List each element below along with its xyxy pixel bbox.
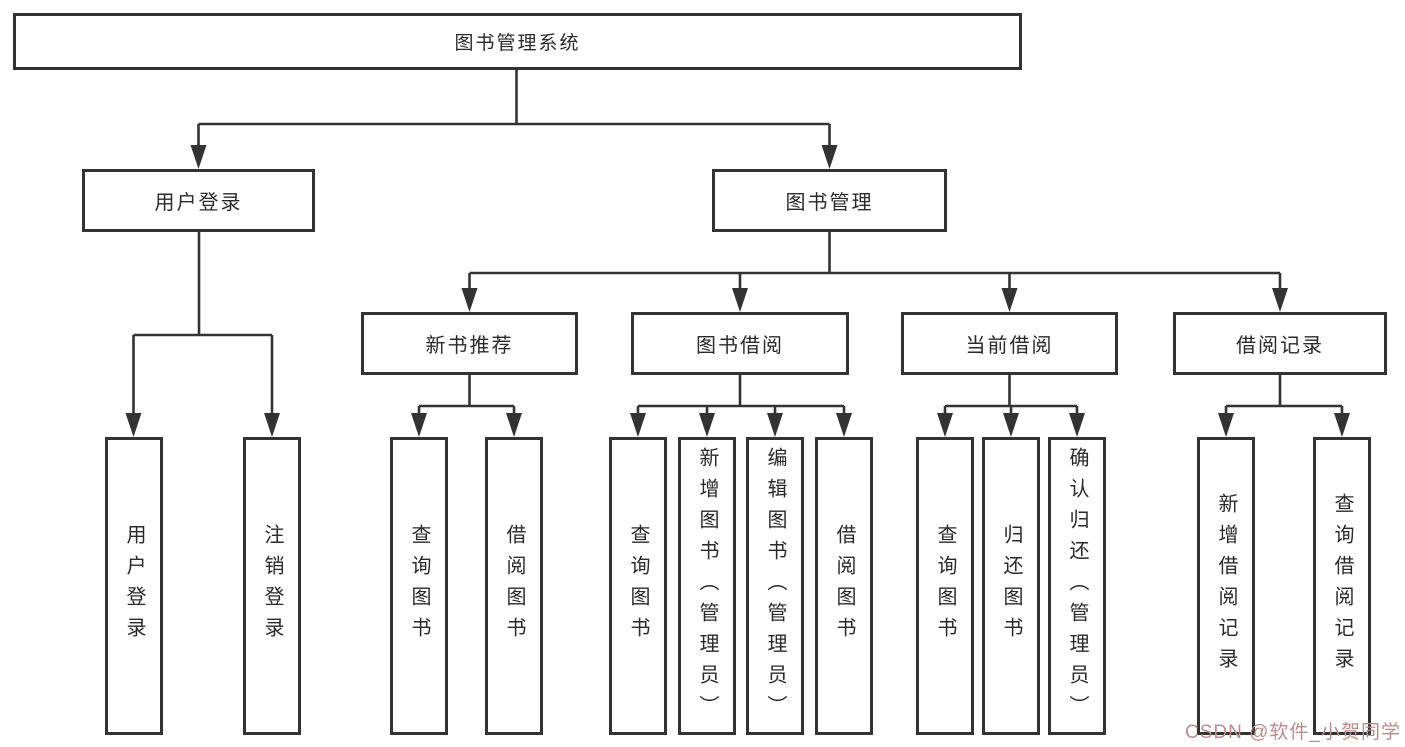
node-label: 图书管理 [785, 192, 874, 214]
arrowhead-icon [630, 413, 646, 437]
node-label: 借阅记录 [1236, 335, 1324, 357]
arrowhead-icon [125, 413, 142, 437]
leaf-edit-book-admin: 编辑图书（管理员） [746, 437, 804, 735]
node-label: 查询图书 [934, 524, 956, 648]
leaf-borrow-books-recommend: 借阅图书 [485, 437, 543, 735]
node-label: 新增借阅记录 [1215, 493, 1237, 679]
node-label: 归还图书 [1000, 524, 1022, 648]
node-library-management-system: 图书管理系统 [13, 13, 1022, 70]
leaf-query-books-current: 查询图书 [916, 437, 974, 735]
node-label: 当前借阅 [965, 335, 1054, 357]
node-label: 图书管理系统 [454, 33, 581, 54]
csdn-watermark: CSDN @软件_小贺同学 [1185, 722, 1401, 743]
arrowhead-icon [1001, 288, 1018, 312]
leaf-add-book-admin: 新增图书（管理员） [678, 437, 736, 735]
arrowhead-icon [836, 413, 852, 437]
node-current-borrow: 当前借阅 [901, 312, 1118, 375]
node-user-login: 用户登录 [82, 169, 315, 232]
arrowhead-icon [506, 413, 522, 437]
arrowhead-icon [1334, 413, 1350, 437]
node-label: 新增图书（管理员） [696, 446, 718, 726]
arrowhead-icon [699, 413, 715, 437]
arrowhead-icon [461, 288, 478, 312]
leaf-return-books: 归还图书 [982, 437, 1040, 735]
node-label: 确认归还（管理员） [1066, 446, 1088, 726]
arrowhead-icon [1218, 413, 1234, 437]
arrowhead-icon [190, 145, 207, 169]
node-label: 查询图书 [627, 524, 649, 648]
node-book-borrow: 图书借阅 [631, 312, 849, 375]
arrowhead-icon [1003, 413, 1019, 437]
node-label: 注销登录 [261, 524, 283, 648]
node-label: 查询借阅记录 [1331, 493, 1353, 679]
node-label: 查询图书 [408, 524, 430, 648]
arrowhead-icon [1272, 288, 1288, 312]
leaf-query-borrow-record: 查询借阅记录 [1313, 437, 1371, 735]
node-label: 用户登录 [154, 192, 243, 214]
node-label: 借阅图书 [833, 524, 855, 648]
leaf-confirm-return-admin: 确认归还（管理员） [1048, 437, 1106, 735]
leaf-query-books-borrow: 查询图书 [609, 437, 667, 735]
arrowhead-icon [937, 413, 953, 437]
leaf-logout: 注销登录 [243, 437, 301, 735]
node-label: 借阅图书 [503, 524, 525, 648]
leaf-borrow-books: 借阅图书 [815, 437, 873, 735]
leaf-add-borrow-record: 新增借阅记录 [1197, 437, 1255, 735]
arrowhead-icon [767, 413, 783, 437]
arrowhead-icon [821, 145, 838, 169]
node-label: 图书借阅 [696, 335, 784, 357]
leaf-query-books-recommend: 查询图书 [390, 437, 448, 735]
node-new-book-recommend: 新书推荐 [361, 312, 578, 375]
node-label: 编辑图书（管理员） [764, 446, 786, 726]
node-book-management: 图书管理 [712, 169, 947, 232]
node-label: 用户登录 [123, 524, 145, 648]
arrowhead-icon [732, 288, 748, 312]
leaf-user-login: 用户登录 [105, 437, 163, 735]
arrowhead-icon [264, 413, 280, 437]
arrowhead-icon [411, 413, 427, 437]
node-borrow-records: 借阅记录 [1173, 312, 1387, 375]
arrowhead-icon [1069, 413, 1085, 437]
node-label: 新书推荐 [425, 335, 514, 357]
